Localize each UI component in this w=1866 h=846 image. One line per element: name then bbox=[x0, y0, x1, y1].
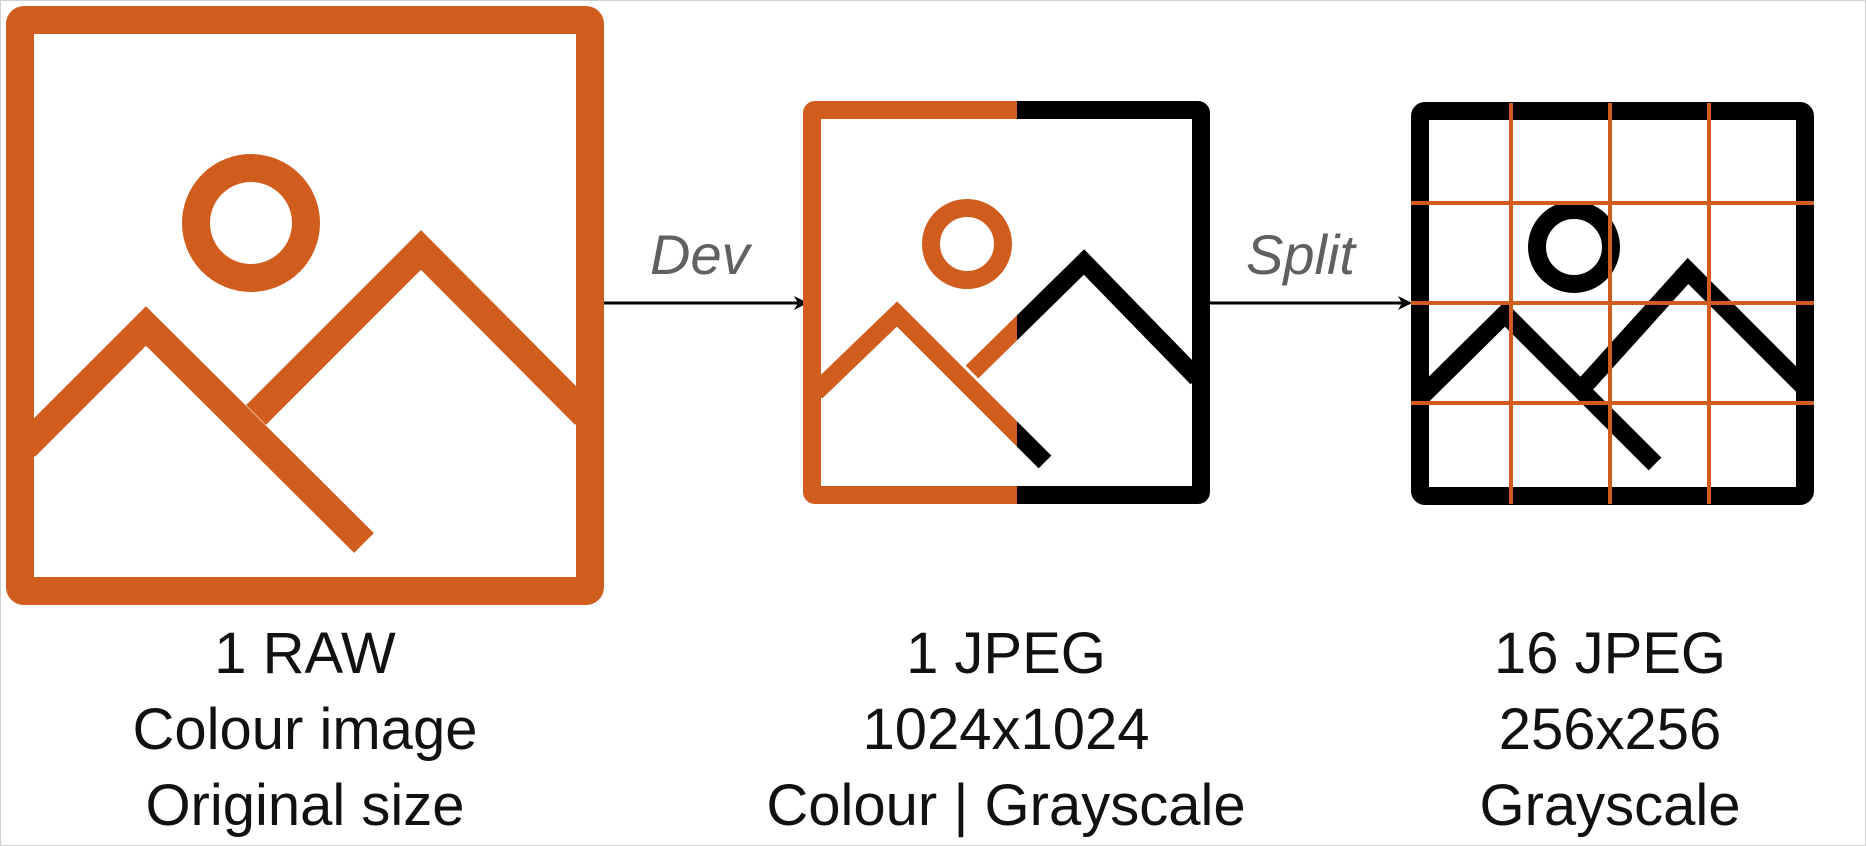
caption-raw-line-3: Original size bbox=[145, 773, 465, 838]
jpeg-image-icon bbox=[803, 101, 1210, 504]
caption-jpeg-line-2: 1024x1024 bbox=[862, 697, 1150, 762]
caption-raw: 1 RAW Colour image Original size bbox=[85, 616, 525, 844]
raw-image-icon bbox=[6, 6, 604, 605]
caption-jpeg: 1 JPEG 1024x1024 Colour | Grayscale bbox=[736, 616, 1276, 844]
tile-grid bbox=[1411, 103, 1814, 504]
caption-raw-line-1: 1 RAW bbox=[214, 621, 396, 686]
caption-raw-line-2: Colour image bbox=[132, 697, 478, 762]
caption-jpeg-line-1: 1 JPEG bbox=[906, 621, 1106, 686]
edge-label-dev: Dev bbox=[650, 223, 750, 286]
caption-jpeg-line-3: Colour | Grayscale bbox=[766, 773, 1246, 838]
caption-split: 16 JPEG 256x256 Grayscale bbox=[1400, 616, 1820, 844]
caption-split-line-1: 16 JPEG bbox=[1493, 621, 1727, 686]
edge-label-split: Split bbox=[1246, 223, 1355, 286]
caption-split-line-2: 256x256 bbox=[1498, 697, 1722, 762]
caption-split-line-3: Grayscale bbox=[1479, 773, 1741, 838]
split-image-grid-icon bbox=[1411, 102, 1814, 505]
